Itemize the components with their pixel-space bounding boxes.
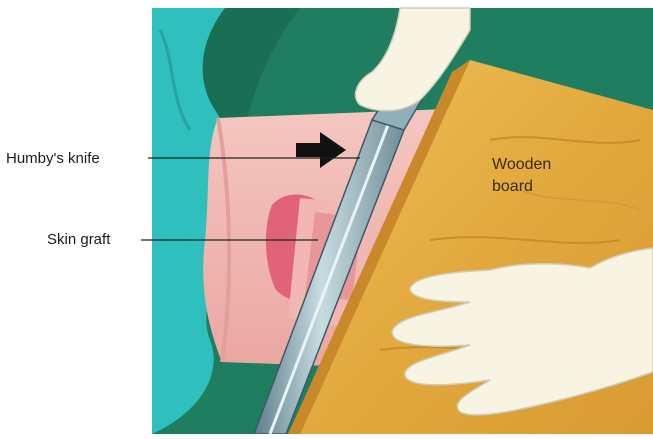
board-label-line2: board xyxy=(492,176,551,198)
board-label: Wooden board xyxy=(492,154,551,198)
board-label-line1: Wooden xyxy=(492,154,551,176)
graft-label: Skin graft xyxy=(47,231,110,248)
knife-label: Humby's knife xyxy=(6,150,100,167)
